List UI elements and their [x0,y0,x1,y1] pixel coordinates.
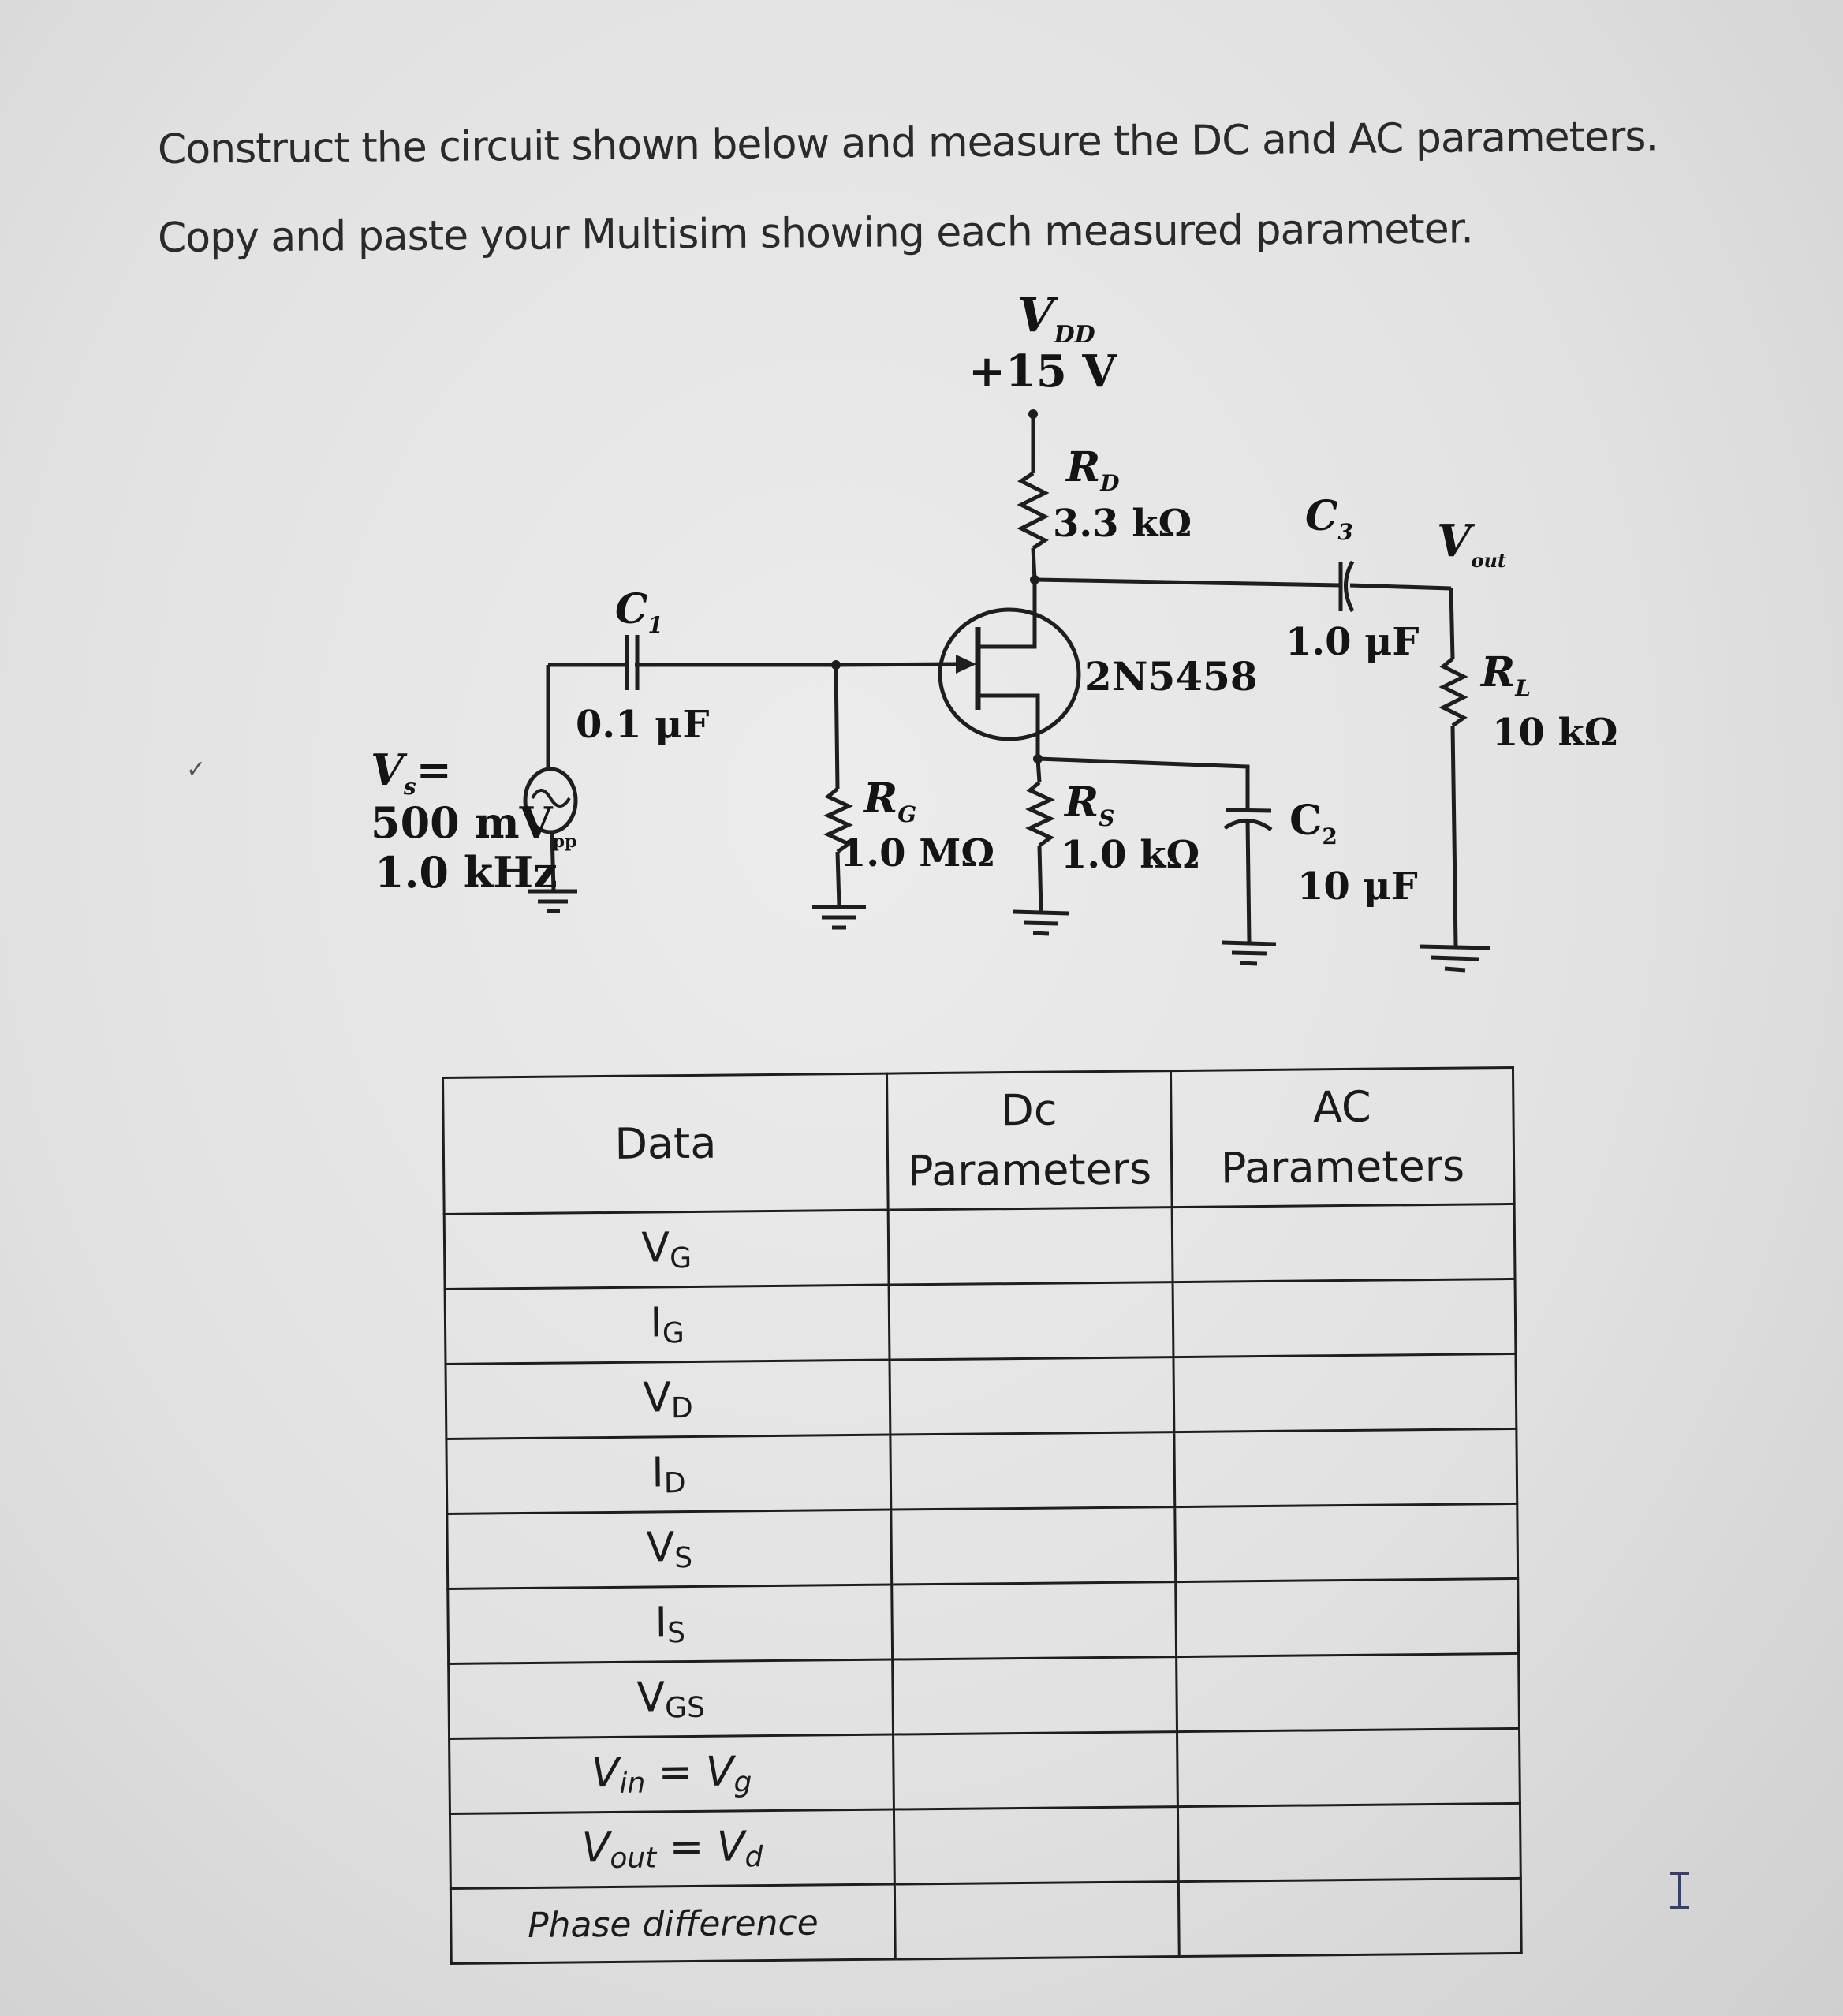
jfet-amplifier-schematic: VDD +15 V RD 3.3 kΩ C3 1.0 μF Vout RL 10… [371,288,1618,973]
row-label: VS [446,1510,892,1589]
row-label: ID [446,1435,891,1514]
c3-label: C3 1.0 μF [1285,492,1419,664]
row-label: IG [445,1285,890,1365]
c1-capacitor-icon [625,635,640,690]
vout-label: Vout [1437,515,1506,572]
svg-text:RD: RD [1065,443,1120,496]
svg-text:1.0 kΩ: 1.0 kΩ [1061,833,1199,877]
table-row-vs: VS [446,1503,1518,1589]
dc-cell-is[interactable] [891,1581,1177,1660]
vdd-label: VDD +15 V [968,288,1117,398]
c2-label: C2 10 μF [1289,797,1418,909]
dc-cell-id[interactable] [890,1432,1175,1510]
table-row-vd: VD [445,1353,1517,1439]
dc-cell-phase[interactable] [894,1881,1179,1960]
rg-label: RG 1.0 MΩ [840,775,994,875]
table-row-ig: IG [445,1279,1516,1365]
ac-cell-vgs[interactable] [1176,1653,1520,1732]
table-row-vout: Vout = Vd [450,1803,1521,1889]
svg-text:Vout: Vout [1437,515,1506,572]
dc-cell-vd[interactable] [890,1357,1174,1435]
c2-ground-icon [1222,940,1277,966]
header-ac-line1: AC [1312,1081,1371,1133]
header-data-label: Data [614,1118,717,1169]
rs-label: RS 1.0 kΩ [1061,778,1199,877]
dc-cell-vout[interactable] [894,1806,1179,1885]
dc-cell-ig[interactable] [889,1282,1173,1361]
ac-cell-is[interactable] [1175,1578,1519,1657]
c1-label: C1 0.1 μF [576,585,709,747]
rl-ground-icon [1419,944,1491,973]
header-ac-line2: Parameters [1220,1141,1465,1193]
row-label: VG [444,1210,890,1290]
header-data: Data [442,1073,889,1215]
svg-text:C2: C2 [1289,797,1337,849]
rl-resistor-icon [1438,657,1468,728]
jfet-part-label: 2N5458 [1084,653,1258,700]
svg-text:500 mVpp: 500 mVpp [371,797,576,852]
table-row-vgs: VGS [448,1653,1520,1739]
svg-text:RS: RS [1063,778,1114,831]
svg-text:Vs=: Vs= [371,745,452,800]
table-row-id: ID [446,1428,1517,1514]
text-cursor-icon [1670,1872,1689,1909]
dc-cell-vin[interactable] [893,1731,1178,1810]
ac-source-icon [523,767,578,834]
ac-cell-vg[interactable] [1171,1204,1516,1282]
svg-text:RL: RL [1479,648,1531,701]
svg-text:C3: C3 [1305,492,1353,545]
svg-text:1.0 MΩ: 1.0 MΩ [840,831,994,875]
svg-text:10 μF: 10 μF [1297,864,1418,909]
svg-text:RG: RG [862,775,916,827]
table-row-vin: Vin = Vg [449,1728,1520,1814]
svg-text:3.3 kΩ: 3.3 kΩ [1053,502,1192,546]
svg-text:C1: C1 [615,585,663,638]
svg-text:1.0 μF: 1.0 μF [1285,620,1419,664]
ac-cell-id[interactable] [1173,1428,1517,1507]
rd-resistor-icon [1017,471,1050,551]
svg-text:+15 V: +15 V [968,345,1117,398]
source-label: Vs= 500 mVpp 1.0 kHz [371,745,576,898]
dc-cell-vg[interactable] [888,1207,1173,1286]
svg-text:1.0 kHz: 1.0 kHz [375,847,558,898]
rd-label: RD 3.3 kΩ [1053,443,1192,546]
table-row-vg: VG [444,1204,1516,1290]
header-dc-line1: Dc [1000,1085,1058,1136]
svg-text:0.1 μF: 0.1 μF [576,703,709,747]
table-row-phase: Phase difference [450,1878,1522,1964]
source-ground-icon [528,889,577,913]
rs-ground-icon [1013,909,1069,936]
ac-cell-phase[interactable] [1178,1878,1522,1957]
row-label: IS [447,1585,893,1664]
header-dc-line2: Parameters [907,1144,1152,1197]
ac-cell-vd[interactable] [1173,1353,1517,1432]
row-label: Vin = Vg [449,1734,894,1814]
dc-cell-vgs[interactable] [892,1656,1177,1735]
ac-cell-vout[interactable] [1177,1803,1521,1882]
row-label: Phase difference [450,1884,896,1964]
rg-resistor-icon [823,787,853,854]
rg-ground-icon [812,905,866,930]
stray-tick-mark: ✓ [186,756,207,782]
rs-resistor-icon [1025,781,1055,848]
rl-label: RL 10 kΩ [1479,648,1618,755]
dc-cell-vs[interactable] [890,1506,1176,1585]
svg-text:VDD: VDD [1017,288,1095,349]
svg-text:10 kΩ: 10 kΩ [1492,711,1618,755]
ac-cell-vs[interactable] [1174,1503,1518,1582]
table-row-is: IS [447,1578,1519,1664]
c3-capacitor-icon [1338,560,1355,613]
ac-cell-vin[interactable] [1177,1728,1520,1807]
header-ac-parameters: AC Parameters [1170,1067,1515,1208]
row-label: VGS [448,1659,894,1739]
row-label: Vout = Vd [450,1809,895,1889]
jfet-2n5458-icon [938,580,1081,757]
row-label: VD [445,1360,891,1439]
ac-cell-ig[interactable] [1172,1279,1516,1357]
